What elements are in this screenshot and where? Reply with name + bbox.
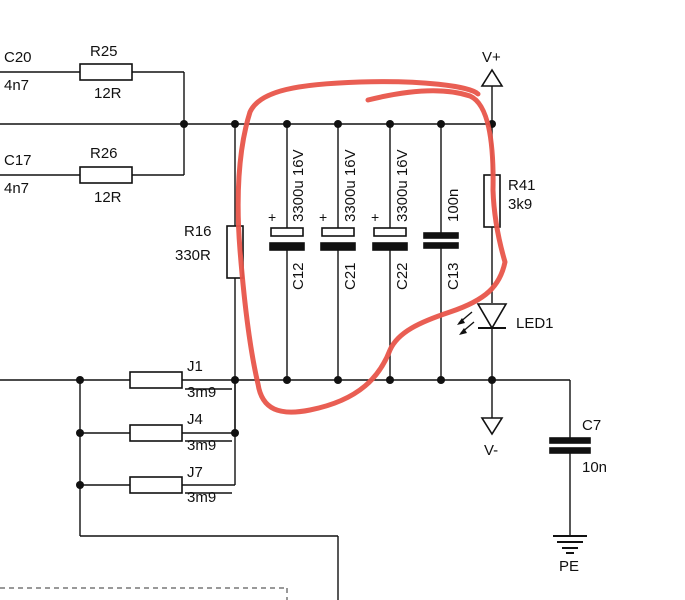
c12-capacitor: + 3300u 16V C12 [268, 124, 307, 380]
c21-capacitor: + 3300u 16V C21 [319, 124, 359, 380]
r16-value-label: 330R [175, 247, 211, 264]
vplus-label: V+ [482, 49, 501, 66]
c22-value-label: 3300u 16V [394, 149, 411, 222]
r16-ref-label: R16 [184, 223, 212, 240]
r41-ref-label: R41 [508, 177, 536, 194]
j1-ref-label: J1 [187, 358, 203, 375]
c13-ref-label: C13 [445, 262, 462, 290]
bottom-rail [0, 376, 570, 384]
c22-plus-label: + [371, 209, 379, 225]
c17-r26-branch: C17 4n7 R26 12R [0, 145, 184, 206]
vminus-label: V- [484, 442, 498, 459]
r25-value-label: 12R [94, 85, 122, 102]
red-highlight-annotation [235, 79, 508, 415]
c12-plus-label: + [268, 209, 276, 225]
led1-ref-label: LED1 [516, 315, 554, 332]
r41-value-label: 3k9 [508, 196, 532, 213]
c17-ref-label: C17 [4, 152, 32, 169]
r25-resistor [79, 63, 133, 81]
vplus-symbol: V+ [480, 49, 504, 124]
j-resistor-ladder: J1 3m9 J4 3m9 J7 3m9 [76, 358, 339, 600]
c7-value-label: 10n [582, 459, 607, 476]
pe-ground-icon: PE [553, 535, 587, 575]
c7-capacitor: C7 10n [549, 380, 607, 536]
c17-value-label: 4n7 [4, 180, 29, 197]
j7-resistor [129, 476, 183, 494]
led1-diode: LED1 [457, 303, 554, 380]
r25-ref-label: R25 [90, 43, 118, 60]
c21-value-label: 3300u 16V [342, 149, 359, 222]
r26-ref-label: R26 [90, 145, 118, 162]
c21-ref-label: C21 [342, 262, 359, 290]
j4-ref-label: J4 [187, 411, 203, 428]
c22-capacitor: + 3300u 16V C22 [371, 124, 411, 380]
c13-capacitor: 100n C13 [423, 124, 462, 380]
c20-ref-label: C20 [4, 49, 32, 66]
j1-resistor [129, 371, 183, 389]
c22-ref-label: C22 [394, 262, 411, 290]
j1-value-label: 3m9 [187, 384, 216, 401]
vminus-symbol: V- [480, 380, 504, 459]
led-light-arrows-icon [457, 311, 475, 335]
j4-value-label: 3m9 [187, 437, 216, 454]
c7-ref-label: C7 [582, 417, 601, 434]
pe-label: PE [559, 558, 579, 575]
j7-value-label: 3m9 [187, 489, 216, 506]
c20-value-label: 4n7 [4, 77, 29, 94]
c12-value-label: 3300u 16V [290, 149, 307, 222]
c13-value-label: 100n [445, 189, 462, 222]
j7-ref-label: J7 [187, 464, 203, 481]
j4-resistor [129, 424, 183, 442]
c21-plus-label: + [319, 209, 327, 225]
c12-ref-label: C12 [290, 262, 307, 290]
r26-value-label: 12R [94, 189, 122, 206]
r26-resistor [79, 166, 133, 184]
dashed-enclosure [0, 587, 288, 600]
